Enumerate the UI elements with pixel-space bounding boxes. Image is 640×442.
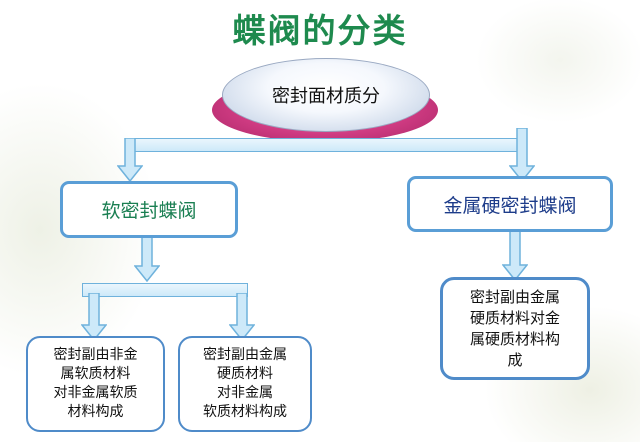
soft-nonmetal-pair-box: 密封副由非金 属软质材料 对非金属软质 材料构成 bbox=[26, 336, 165, 432]
arrow-down-icon bbox=[81, 293, 107, 341]
leaf-text-line: 硬质材料对金 bbox=[469, 308, 560, 327]
soft-metal-pair-box: 密封副由金属 硬质材料 对非金属 软质材料构成 bbox=[178, 336, 312, 432]
leaf-text-line: 硬质材料 bbox=[217, 366, 273, 382]
arrow-down-icon bbox=[134, 236, 160, 282]
root-node-label: 密封面材质分 bbox=[272, 86, 380, 107]
root-node: 密封面材质分 bbox=[222, 58, 430, 132]
leaf-text-line: 软质材料构成 bbox=[203, 404, 287, 420]
leaf-text-line: 对非金属软质 bbox=[53, 385, 138, 401]
leaf-text-line: 材料构成 bbox=[67, 404, 124, 420]
leaf-text-line: 属软质材料 bbox=[60, 366, 131, 382]
arrow-down-icon bbox=[502, 229, 528, 281]
arrow-down-icon bbox=[509, 128, 535, 182]
soft-seal-butterfly-valve-box: 软密封蝶阀 bbox=[60, 181, 238, 238]
arrow-down-icon bbox=[117, 138, 143, 182]
leaf-text-line: 密封副由非金 bbox=[53, 347, 138, 363]
soft-seal-label: 软密封蝶阀 bbox=[101, 200, 197, 222]
leaf-text-line: 密封副由金属 bbox=[203, 347, 287, 363]
hard-seal-label: 金属硬密封蝶阀 bbox=[443, 194, 577, 217]
connector-soft-bar bbox=[82, 283, 248, 297]
page-title: 蝶阀的分类 bbox=[232, 11, 408, 50]
leaf-text-line: 对非金属 bbox=[217, 385, 273, 401]
metal-hard-seal-butterfly-valve-box: 金属硬密封蝶阀 bbox=[407, 176, 613, 232]
hard-metal-pair-box: 密封副由金属 硬质材料对金 属硬质材料构 成 bbox=[440, 277, 590, 380]
arrow-down-icon bbox=[229, 293, 255, 341]
leaf-text-line: 属硬质材料构 bbox=[469, 329, 560, 348]
leaf-text-line: 密封副由金属 bbox=[469, 287, 560, 306]
connector-top-bar bbox=[128, 138, 526, 152]
leaf-text-line: 成 bbox=[507, 350, 523, 369]
